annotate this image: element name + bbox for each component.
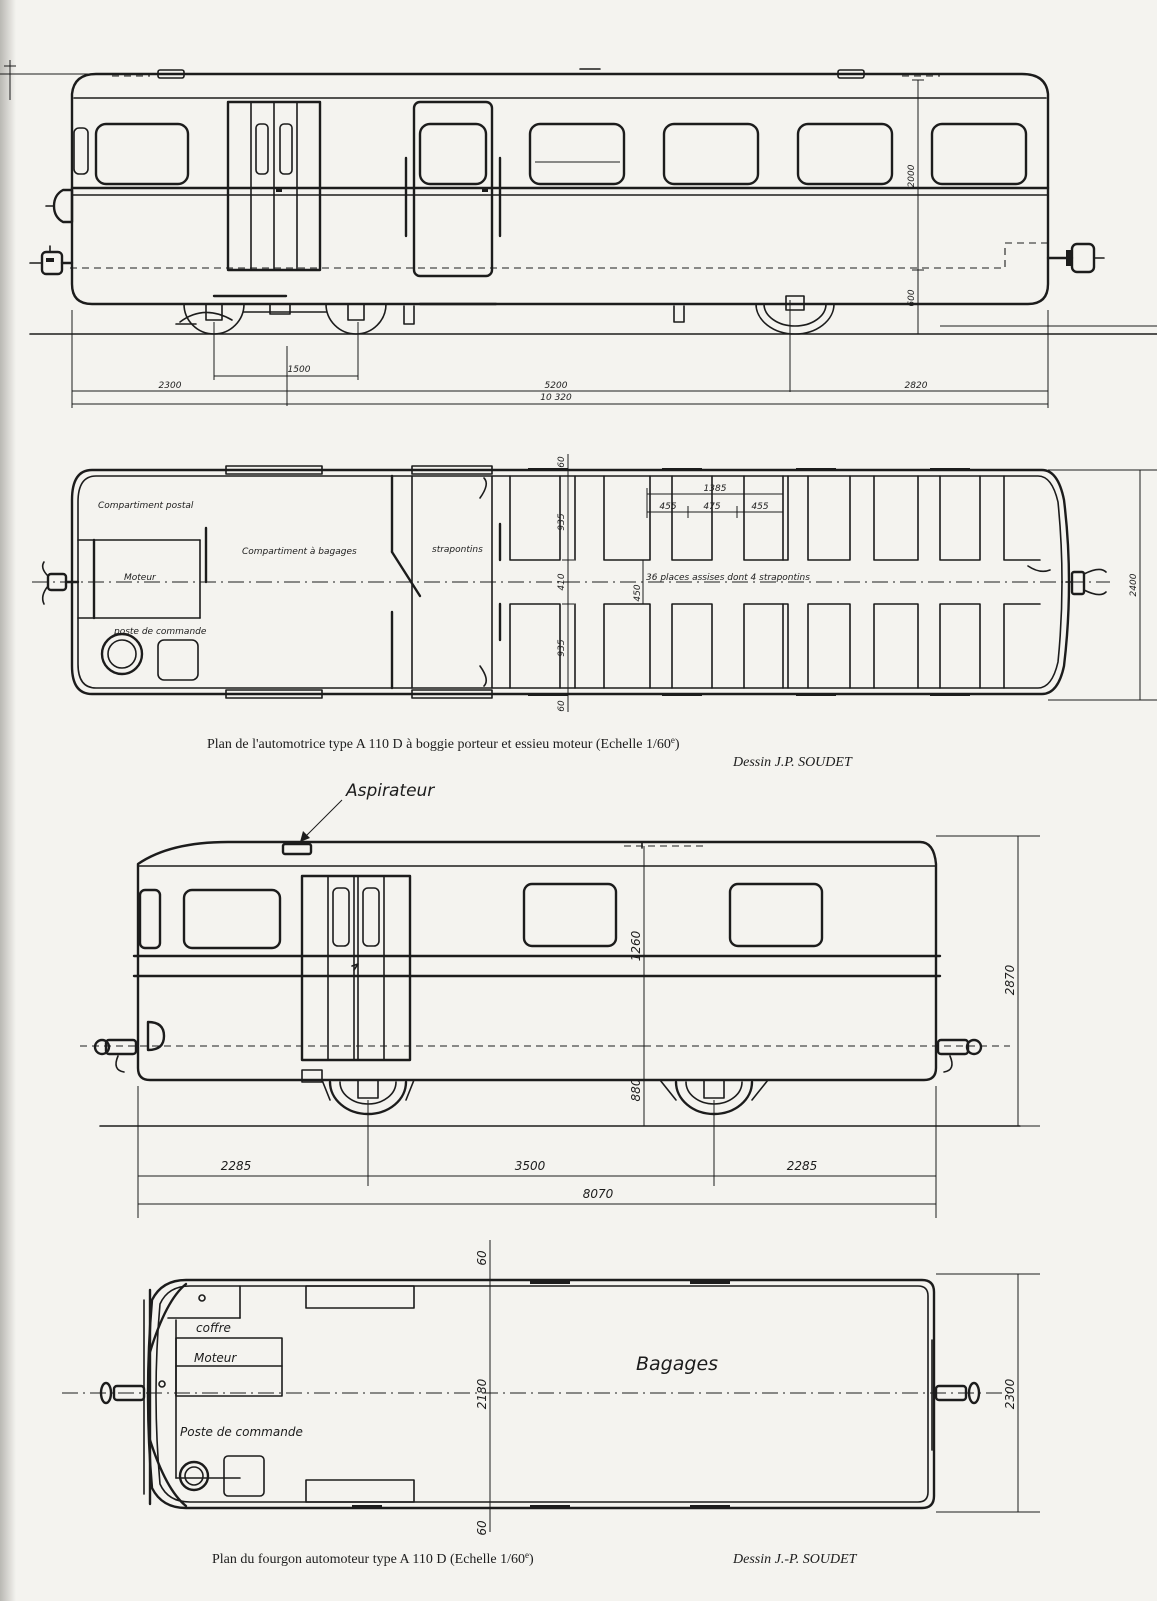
coupler-icon (1046, 242, 1105, 274)
dim-rear-overhang: 2820 (905, 381, 928, 391)
coupler-icon (1065, 568, 1107, 596)
dim-wall-top: 60 (557, 456, 567, 468)
caption-railcar-sup: e (671, 735, 675, 745)
caption-van-credit: Dessin J.-P. SOUDET (732, 1552, 858, 1567)
window (182, 888, 282, 950)
dim-bay: 1385 (704, 484, 727, 494)
driver-seat (157, 639, 199, 681)
railcar-side-elevation: 2000 600 1500 2300 5200 2820 10 320 (0, 60, 1157, 408)
coupler-icon (99, 1381, 146, 1405)
label-chest: coffre (196, 1321, 231, 1335)
van-side-elevation: Aspirateur (80, 781, 1040, 1218)
dim-centers: 3500 (515, 1159, 546, 1173)
steering-wheel-icon (178, 1460, 210, 1492)
dim-seat-upper: 935 (557, 513, 567, 530)
label-driver-cab: Poste de commande (180, 1425, 303, 1439)
label-folding-seats: strapontins (432, 545, 483, 555)
caption-railcar: Plan de l'automotrice type A 110 D à bog… (207, 735, 853, 770)
window (94, 122, 190, 186)
dim-height-upper: 2000 (907, 164, 917, 187)
double-door (300, 874, 412, 1062)
page-gutter-shadow (0, 0, 16, 1601)
dim-height-lower: 600 (907, 289, 917, 306)
dim-height-total: 2870 (1003, 964, 1017, 995)
dim-seat-gap: 475 (703, 502, 720, 512)
label-engine: Moteur (124, 573, 157, 583)
dim-aisle-alt: 450 (633, 584, 643, 601)
dim-wall-top: 60 (475, 1250, 489, 1266)
van-body-outline (136, 840, 938, 1082)
window (662, 122, 760, 186)
label-luggage: Bagages (636, 1353, 718, 1375)
dim-seat-b: 455 (751, 502, 768, 512)
roof-vent (281, 842, 313, 856)
dim-height-lower: 880 (629, 1078, 643, 1101)
window (728, 882, 824, 948)
dim-front-overhang: 2300 (159, 381, 182, 391)
railcar-body-outline (70, 72, 1050, 306)
dim-length-overall: 8070 (583, 1187, 614, 1201)
dim-front-overhang: 2285 (221, 1159, 252, 1173)
window (930, 122, 1028, 186)
caption-van-sup: e (525, 1550, 529, 1560)
single-door (412, 100, 494, 278)
caption-railcar-credit: Dessin J.P. SOUDET (732, 755, 853, 770)
dim-centers: 5200 (545, 381, 568, 391)
dim-seat-a: 455 (659, 502, 676, 512)
van-plan-outline (146, 1278, 936, 1510)
label-engine: Moteur (194, 1351, 237, 1365)
label-luggage-compartment: Compartiment à bagages (242, 547, 357, 557)
label-seat-capacity: 36 places assises dont 4 strapontins (646, 573, 810, 583)
label-postal-compartment: Compartiment postal (98, 501, 194, 511)
dim-bogie-wheelbase: 1500 (288, 365, 311, 375)
coupler-icon (41, 561, 80, 605)
railcar-plan-outline (70, 468, 1071, 696)
window (528, 122, 626, 186)
dim-wall-bottom: 60 (475, 1520, 489, 1536)
dim-seat-lower: 935 (557, 639, 567, 656)
caption-van-title: Plan du fourgon automoteur type A 110 D … (212, 1550, 534, 1567)
roof-vent (157, 69, 185, 79)
headlamp-icon (146, 1020, 166, 1052)
dim-rear-overhang: 2285 (787, 1159, 818, 1173)
railcar-plan-view: Compartiment postal Moteur poste de comm… (32, 454, 1157, 712)
caption-van: Plan du fourgon automoteur type A 110 D … (212, 1550, 858, 1567)
dim-width: 2400 (1129, 573, 1139, 596)
window (522, 882, 618, 948)
window (796, 122, 894, 186)
step-icon (673, 305, 685, 323)
dim-width: 2300 (1003, 1378, 1017, 1409)
steering-wheel-icon (100, 632, 144, 676)
caption-railcar-title: Plan de l'automotrice type A 110 D à bog… (207, 735, 680, 752)
van-plan-view: coffre Moteur Poste de commande Bagages … (62, 1240, 1040, 1536)
coupler-icon (936, 1038, 983, 1073)
roof-vent (837, 69, 865, 79)
dim-wall-bottom: 60 (557, 700, 567, 712)
dim-aisle: 410 (557, 573, 567, 590)
driver-seat (223, 1455, 265, 1497)
dim-inner-width: 2180 (475, 1378, 489, 1409)
coupler-icon (931, 1339, 981, 1451)
label-driver-cab: poste de commande (113, 627, 207, 637)
coupler-icon (29, 245, 74, 276)
dim-height-upper: 1260 (629, 930, 643, 961)
coupler-icon (93, 1038, 139, 1073)
dim-length-overall: 10 320 (540, 393, 572, 403)
label-vent: Aspirateur (345, 781, 435, 801)
